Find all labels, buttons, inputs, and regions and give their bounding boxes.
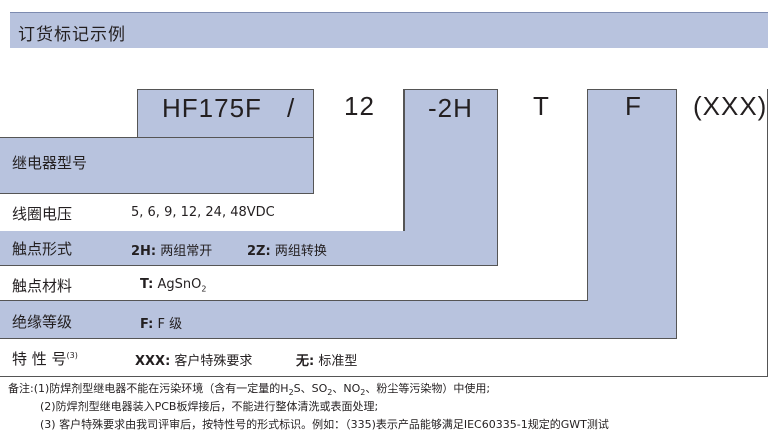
special-code-option-2-text: 标准型 — [318, 354, 358, 369]
section-title: 订货标记示例 — [18, 25, 126, 45]
contact-form-row-block — [0, 231, 498, 266]
insulation-class-text: F 级 — [157, 317, 183, 332]
code-material: T — [533, 91, 550, 121]
header-bar: 订货标记示例 — [10, 12, 768, 48]
material-row-block — [0, 265, 588, 301]
special-code-option-1: XXX: 客户特殊要求 — [135, 350, 252, 369]
voltage-row-block — [0, 193, 404, 231]
code-special: (XXX) — [693, 91, 768, 121]
special-code-label-text: 特 性 号 — [12, 350, 67, 368]
coil-voltage-label: 线圈电压 — [12, 205, 73, 223]
model-type-label: 继电器型号 — [12, 154, 88, 172]
voltage-column-block — [313, 89, 404, 194]
material-column-block — [497, 89, 588, 266]
note-1-sub-1: 2 — [288, 388, 294, 398]
contact-material-subscript: 2 — [201, 284, 207, 294]
insulation-class-label: 绝缘等级 — [12, 313, 73, 331]
contact-form-option-1: 2H: 两组常开 — [131, 240, 212, 259]
note-1-sub-3: 2 — [360, 388, 366, 398]
insulation-class-code: F: — [140, 317, 154, 332]
special-row-rule — [0, 376, 768, 377]
insulation-class-value: F: F 级 — [140, 313, 182, 332]
contact-material-text: AgSnO — [157, 277, 202, 292]
code-model: HF175F — [162, 93, 262, 123]
contact-form-option-2: 2Z: 两组转换 — [247, 240, 327, 259]
special-code-option-2-code: 无: — [296, 354, 315, 369]
special-code-option-1-text: 客户特殊要求 — [174, 354, 253, 369]
insulation-column-block — [587, 89, 677, 339]
special-code-option-1-code: XXX: — [135, 354, 171, 369]
special-code-label: 特 性 号(3) — [12, 348, 78, 369]
code-slash: / — [287, 93, 296, 123]
contact-form-label: 触点形式 — [12, 240, 73, 258]
contact-material-label: 触点材料 — [12, 277, 73, 295]
note-1-part-c: 、NO — [332, 382, 361, 395]
contact-material-code: T: — [140, 277, 154, 292]
note-line-2: (2)防焊剂型继电器装入PCB板焊接后，不能进行整体清洗或表面处理; — [40, 400, 379, 413]
note-line-3: (3) 客户特殊要求由我司评审后，按特性号的形式标识。例如：（335)表示产品能… — [40, 418, 609, 431]
code-insulation: F — [625, 91, 642, 121]
note-1-part-a: (1)防焊剂型继电器不能在污染环境（含有一定量的H — [33, 382, 289, 395]
model-row-block — [0, 137, 314, 194]
contact-form-option-1-code: 2H: — [131, 244, 157, 259]
note-1-sub-2: 2 — [327, 388, 333, 398]
code-voltage: 12 — [344, 91, 375, 121]
note-1-part-d: 、粉尘等污染物）中使用; — [365, 382, 491, 395]
note-line-1: 备注:(1)防焊剂型继电器不能在污染环境（含有一定量的H2S、SO2、NO2、粉… — [8, 380, 490, 397]
contact-form-option-2-text: 两组转换 — [274, 244, 327, 259]
special-code-footnote-mark: (3) — [66, 351, 78, 360]
special-column-rule — [767, 89, 768, 377]
special-code-option-2: 无: 标准型 — [296, 350, 357, 369]
code-contact: -2H — [428, 93, 473, 123]
coil-voltage-value: 5, 6, 9, 12, 24, 48VDC — [131, 205, 275, 220]
contact-form-option-1-text: 两组常开 — [160, 244, 213, 259]
insulation-row-block — [0, 301, 677, 339]
contact-form-option-2-code: 2Z: — [247, 244, 271, 259]
contact-material-value: T: AgSnO2 — [140, 277, 206, 294]
note-1-part-b: S、SO — [293, 382, 328, 395]
notes-prefix: 备注: — [8, 382, 34, 395]
